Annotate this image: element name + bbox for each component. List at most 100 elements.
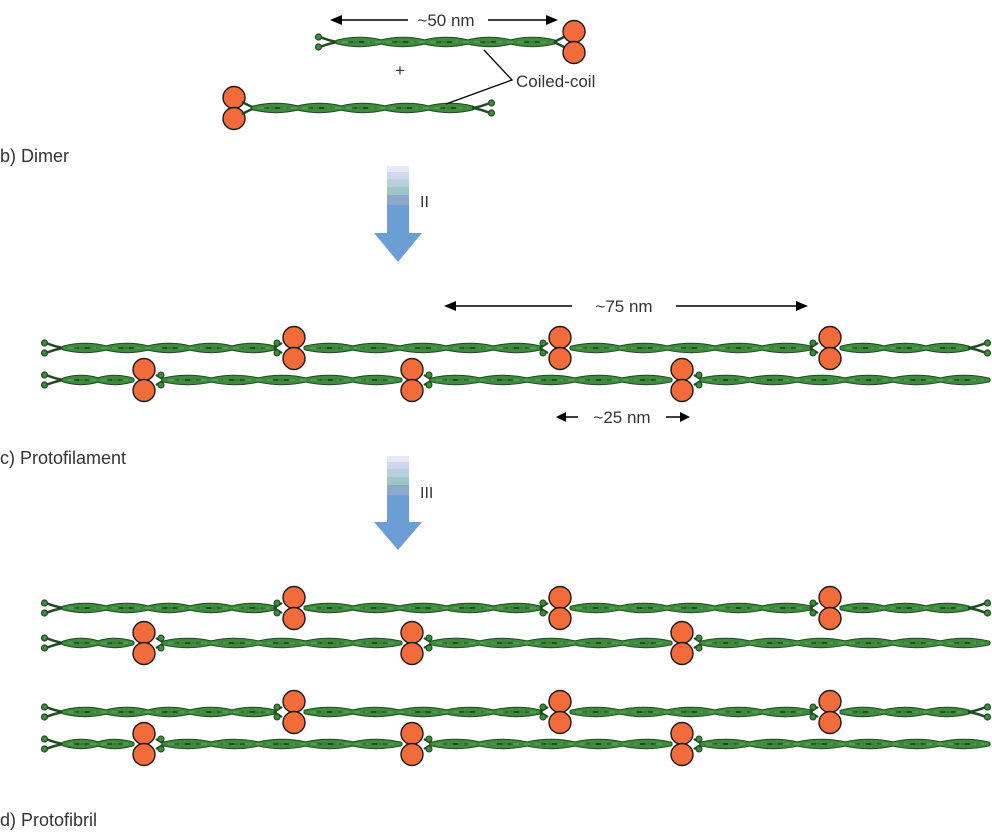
tail-knob — [157, 381, 165, 389]
tail-knob — [539, 713, 547, 721]
step-arrow-ii: II — [374, 166, 429, 262]
head-domain-pair — [818, 585, 842, 631]
coiled-coil-rod — [335, 36, 557, 48]
head-domain-pair — [400, 620, 424, 666]
overlap-arrowhead-left — [556, 412, 566, 422]
head-domain-pair — [282, 325, 306, 371]
tail-knob — [40, 371, 49, 379]
tail-domain — [967, 703, 992, 721]
tail-domain — [40, 339, 65, 357]
head-domain-pair — [548, 689, 572, 735]
head-domain-pair — [132, 721, 156, 767]
head-domain — [670, 641, 694, 666]
head-domain — [282, 585, 306, 610]
protofibril-panel-label: d) Protofibril — [0, 810, 97, 830]
tail-knob — [273, 713, 281, 721]
coiled-coil-rod — [161, 637, 403, 649]
head-domain-pair — [282, 585, 306, 631]
tail-knob — [425, 745, 433, 753]
head-domain — [222, 85, 246, 110]
head-domain — [282, 325, 306, 350]
coiled-coil-rod — [303, 706, 543, 718]
protofibril-protofilament-1 — [40, 585, 992, 666]
tail-knob — [983, 599, 992, 607]
tail-knob — [425, 644, 433, 652]
dimer-top — [314, 19, 586, 65]
tail-knob — [809, 349, 817, 357]
overlap-length-label: ~25 nm — [593, 408, 650, 427]
step-arrow-iii: III — [374, 456, 433, 550]
coiled-coil-rod — [569, 602, 813, 614]
head-domain — [400, 641, 424, 666]
dimer-panel-label: b) Dimer — [0, 146, 69, 166]
head-domain — [562, 19, 586, 44]
tail-knob — [487, 109, 496, 117]
tail-knob — [425, 371, 433, 379]
head-domain — [670, 378, 694, 403]
coiled-coil-rod — [429, 738, 673, 750]
coiled-coil-label: Coiled-coil — [516, 72, 595, 91]
coiled-coil-rod — [161, 374, 403, 386]
coiled-coil-rod — [699, 637, 991, 649]
head-domain-pair — [548, 585, 572, 631]
tail-knob — [809, 713, 817, 721]
step-ii-label: II — [420, 194, 429, 211]
head-domain — [282, 710, 306, 735]
tail-knob — [40, 349, 49, 357]
tail-knob — [983, 609, 992, 617]
repeat-length-label: ~75 nm — [595, 297, 652, 316]
protofilament-rows — [40, 325, 992, 403]
protofibril-panel: d) Protofibril — [0, 585, 992, 830]
head-domain — [548, 585, 572, 610]
head-domain — [670, 357, 694, 382]
tail-knob — [40, 713, 49, 721]
tail-knob — [983, 339, 992, 347]
tail-knob — [40, 634, 49, 642]
protofilament-panel-label: c) Protofilament — [0, 448, 126, 468]
head-domain — [132, 378, 156, 403]
head-domain — [818, 346, 842, 371]
tail-domain — [40, 599, 65, 617]
tail-knob — [273, 703, 281, 711]
tail-domain — [314, 33, 339, 51]
head-domain-pair — [562, 19, 586, 65]
tail-knob — [695, 644, 703, 652]
coiled-coil-rod — [61, 374, 135, 386]
tail-knob — [273, 599, 281, 607]
tail-knob — [157, 634, 165, 642]
protofilament-top-strand — [40, 585, 992, 631]
head-domain-pair — [132, 620, 156, 666]
coiled-coil-rod — [161, 738, 403, 750]
coiled-coil-rod — [429, 637, 673, 649]
head-domain — [282, 606, 306, 631]
head-domain — [548, 606, 572, 631]
head-domain — [400, 378, 424, 403]
head-domain — [562, 40, 586, 65]
tail-knob — [539, 609, 547, 617]
tail-knob — [809, 609, 817, 617]
protofilament-bottom-strand — [40, 357, 991, 403]
head-domain-pair — [670, 721, 694, 767]
tail-knob — [40, 735, 49, 743]
head-domain — [818, 606, 842, 631]
head-domain-pair — [400, 721, 424, 767]
overlap-arrowhead-right — [680, 412, 690, 422]
tail-knob — [40, 745, 49, 753]
tail-knob — [695, 735, 703, 743]
coiled-coil-rod — [251, 102, 475, 114]
tail-knob — [425, 634, 433, 642]
tail-knob — [40, 381, 49, 389]
head-domain — [400, 620, 424, 645]
head-domain-pair — [132, 357, 156, 403]
tail-knob — [425, 735, 433, 743]
tail-knob — [273, 609, 281, 617]
head-domain — [132, 357, 156, 382]
tail-knob — [273, 339, 281, 347]
head-domain — [132, 742, 156, 767]
coiled-coil-rod — [303, 342, 543, 354]
protofilament-top-strand — [40, 325, 992, 371]
head-domain-pair — [222, 85, 246, 131]
tail-knob — [539, 599, 547, 607]
coiled-coil-pointer — [445, 49, 514, 105]
head-domain — [548, 346, 572, 371]
